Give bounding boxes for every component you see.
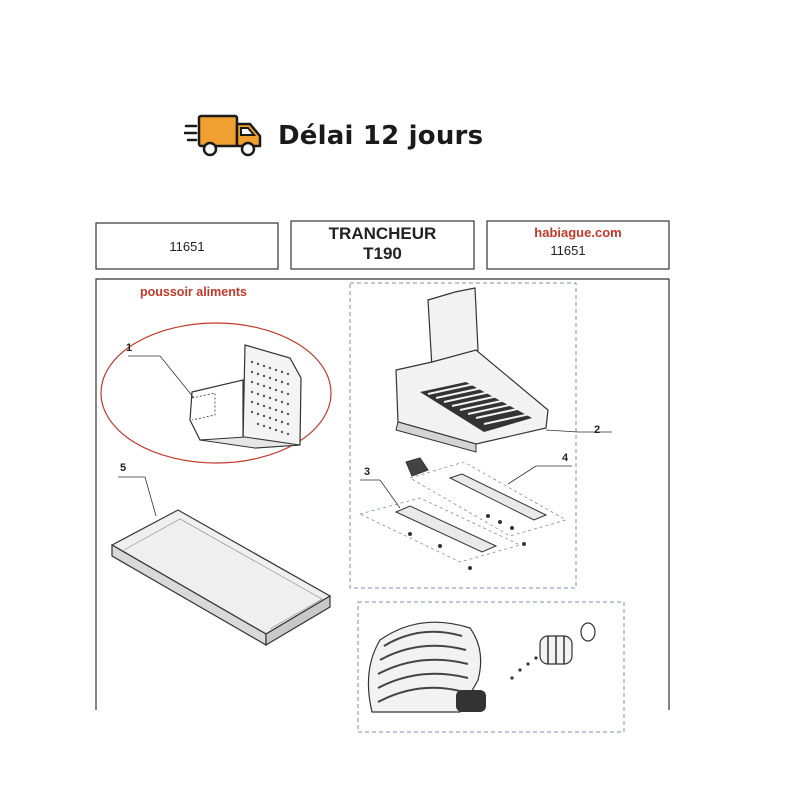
food-pusher-group [100,322,332,464]
title-line-2: T190 [363,244,402,263]
delivery-banner: Délai 12 jours [184,108,483,164]
part-group-label: poussoir aliments [140,285,247,299]
ref-left: 11651 [169,238,205,254]
callout-5: 5 [120,462,127,474]
site-ref: 11651 [550,243,586,258]
ref-box-left [95,222,279,270]
title-box [290,220,475,270]
callout-2: 2 [594,424,601,436]
site-name: habiague.com [534,225,622,240]
sheet-frame [95,278,670,710]
callout-1: 1 [126,342,133,354]
blade-assembly-frame [357,601,625,733]
callout-4: 4 [562,452,569,464]
callout-3: 3 [364,466,371,478]
delivery-delay-text: Délai 12 jours [278,121,484,151]
site-box [486,220,670,270]
product-title: TRANCHEUR T190 [291,221,474,269]
delivery-truck-icon [184,114,262,157]
title-line-1: TRANCHEUR [328,224,437,243]
site-box-text: habiague.com 11651 [487,221,669,269]
rails-parts [358,457,572,570]
carriage-part [395,287,612,453]
carriage-assembly-frame [349,282,577,589]
tray-part [110,476,332,647]
blade-cover-part [367,621,596,713]
